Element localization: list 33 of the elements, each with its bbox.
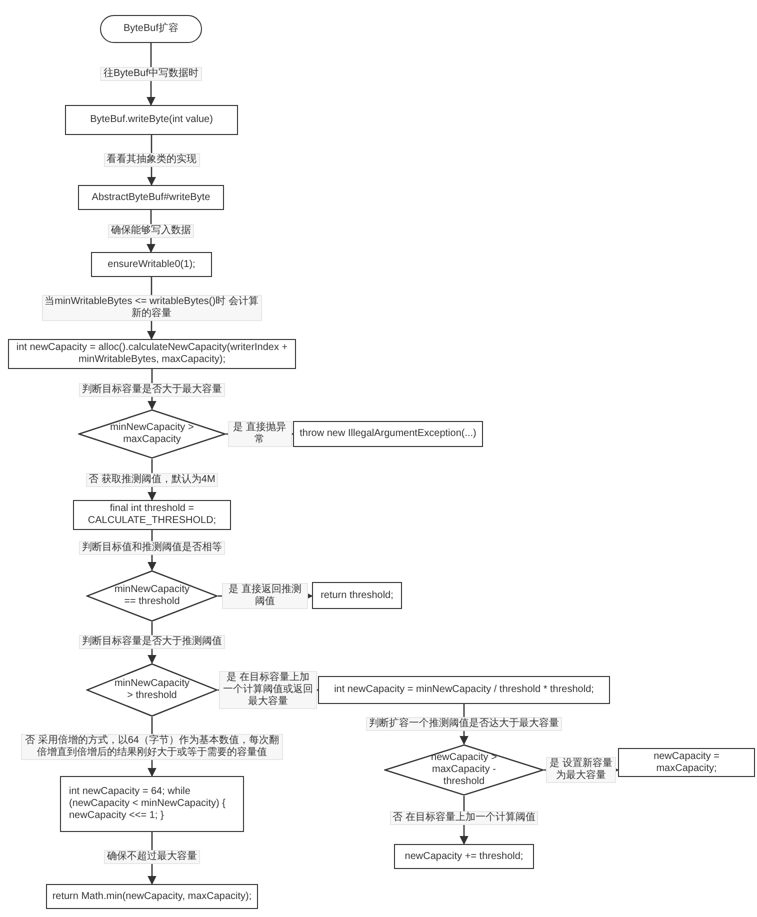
process-box: newCapacity += threshold; <box>394 844 534 869</box>
start-terminal: ByteBuf扩容 <box>100 15 202 43</box>
process-box: newCapacity = maxCapacity; <box>618 748 755 777</box>
process-box: ByteBuf.writeByte(int value) <box>65 105 238 135</box>
process-box: final int threshold = CALCULATE_THRESHOLD; <box>73 500 231 530</box>
edge-label: 判断目标容量是否大于推测阈值 <box>79 635 225 649</box>
process-box: int newCapacity = alloc().calculateNewCapacity(writerIndex + minWritableBytes, maxCapacity); <box>8 339 296 369</box>
edge-label: 确保不超过最大容量 <box>104 850 200 864</box>
edge-label: 是 直接返回推测阈值 <box>222 583 308 609</box>
process-box: return threshold; <box>312 582 402 609</box>
process-box: return Math.min(newCapacity, maxCapacity); <box>46 884 258 909</box>
edge-label: 判断扩容一个推测阈值是否达大于最大容量 <box>366 717 562 731</box>
edge-label: 否 采用倍增的方式，以64（字节）作为基本数值，每次翻倍增直到倍增后的结果刚好大于或等于需要的容量值 <box>21 734 283 760</box>
edge-label: 否 获取推测阈值，默认为4M <box>86 473 218 487</box>
edge-label: 判断目标值和推测阈值是否相等 <box>79 541 225 555</box>
edge-label: 判断目标容量是否大于最大容量 <box>79 383 225 397</box>
process-box: int newCapacity = minNewCapacity / threshold * threshold; <box>318 676 610 704</box>
process-box: int newCapacity = 64; while (newCapacity < minNewCapacity) { newCapacity <<= 1; } <box>60 776 244 832</box>
process-box: ensureWritable0(1); <box>91 252 212 277</box>
condition-text: minNewCapacity == threshold <box>114 584 190 608</box>
edge-label: 看看其抽象类的实现 <box>104 153 200 167</box>
process-box: throw new IllegalArgumentException(...) <box>293 421 483 447</box>
condition-text: minNewCapacity > threshold <box>114 678 190 702</box>
edge-label: 是 在目标容量上加一个计算阈值或返回最大容量 <box>219 671 317 709</box>
process-box: AbstractByteBuf#writeByte <box>78 185 224 210</box>
condition-text: newCapacity > maxCapacity - threshold <box>430 752 498 788</box>
edge-label: 否 在目标容量上加一个计算阈值 <box>390 811 538 825</box>
edge-label: 是 设置新容量为最大容量 <box>546 757 616 783</box>
edge-label: 是 直接抛异常 <box>228 421 292 447</box>
condition-text: minNewCapacity > maxCapacity <box>109 422 195 446</box>
edge-label: 往ByteBuf中写数据时 <box>100 67 202 81</box>
edge-label: 当minWritableBytes <= writableBytes()时 会计算新的容量 <box>42 295 262 321</box>
edge-label: 确保能够写入数据 <box>108 224 194 238</box>
